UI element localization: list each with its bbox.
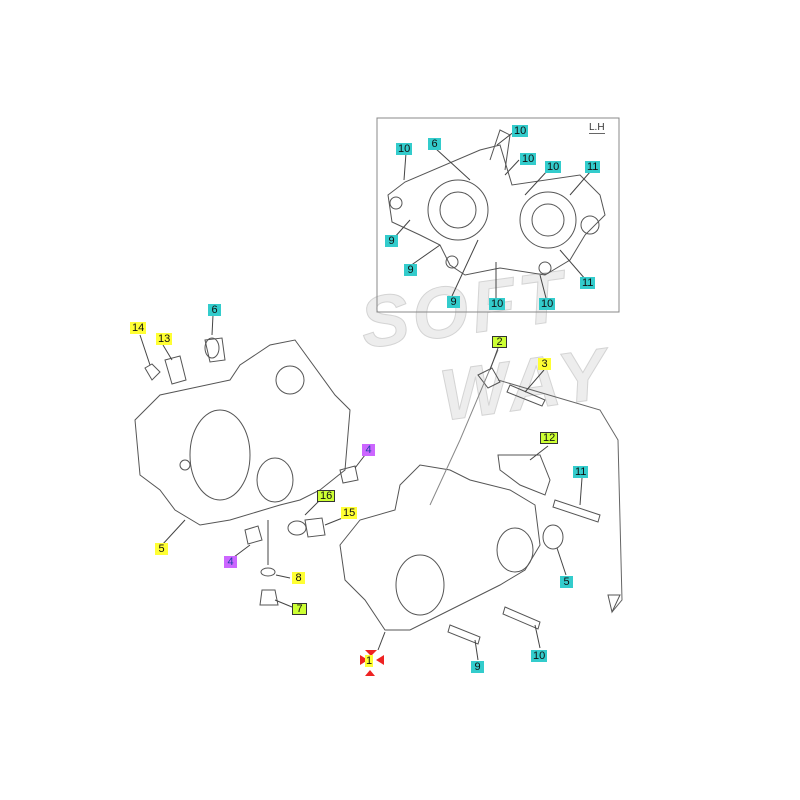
- callout-15[interactable]: 15: [341, 507, 358, 519]
- callout-inset-10f[interactable]: 10: [539, 298, 556, 310]
- callout-inset-10d[interactable]: 10: [396, 143, 413, 155]
- callout-7[interactable]: 7: [292, 603, 307, 615]
- callout-12[interactable]: 12: [540, 432, 559, 444]
- callout-inset-9c[interactable]: 9: [447, 296, 460, 308]
- callout-8[interactable]: 8: [292, 572, 305, 584]
- inset-frame: [376, 117, 620, 313]
- inset-side-label: L.H: [589, 122, 605, 134]
- callout-inset-11b[interactable]: 11: [580, 277, 596, 289]
- right-crankcase: [339, 349, 623, 645]
- inset-leader-lines: [393, 130, 591, 299]
- left-leader-lines: [139, 314, 366, 608]
- callout-inset-6[interactable]: 6: [428, 138, 441, 150]
- right-leader-lines: [377, 347, 583, 661]
- callout-3[interactable]: 3: [538, 358, 551, 370]
- callout-inset-10e[interactable]: 10: [489, 298, 506, 310]
- inset-crankcase: [387, 129, 606, 276]
- callout-13[interactable]: 13: [156, 333, 173, 345]
- callout-16[interactable]: 16: [317, 490, 336, 502]
- callout-10[interactable]: 10: [531, 650, 548, 662]
- callout-4b[interactable]: 4: [224, 556, 237, 568]
- callout-inset-10a[interactable]: 10: [512, 125, 529, 137]
- callout-5-right[interactable]: 5: [560, 576, 573, 588]
- callout-inset-9b[interactable]: 9: [404, 264, 417, 276]
- marker-arrows-icon: [360, 650, 384, 676]
- callout-inset-10c[interactable]: 10: [545, 161, 562, 173]
- callout-9[interactable]: 9: [471, 661, 484, 673]
- callout-4a[interactable]: 4: [362, 444, 375, 456]
- callout-inset-10b[interactable]: 10: [520, 153, 537, 165]
- left-crankcase: [134, 337, 359, 606]
- callout-6[interactable]: 6: [208, 304, 221, 316]
- callout-inset-11a[interactable]: 11: [585, 161, 601, 173]
- callout-1[interactable]: 1: [365, 655, 374, 667]
- callout-14[interactable]: 14: [130, 322, 147, 334]
- callout-2[interactable]: 2: [492, 336, 507, 348]
- callout-inset-9a[interactable]: 9: [385, 235, 398, 247]
- callout-11[interactable]: 11: [573, 466, 589, 478]
- callout-5-left[interactable]: 5: [155, 543, 168, 555]
